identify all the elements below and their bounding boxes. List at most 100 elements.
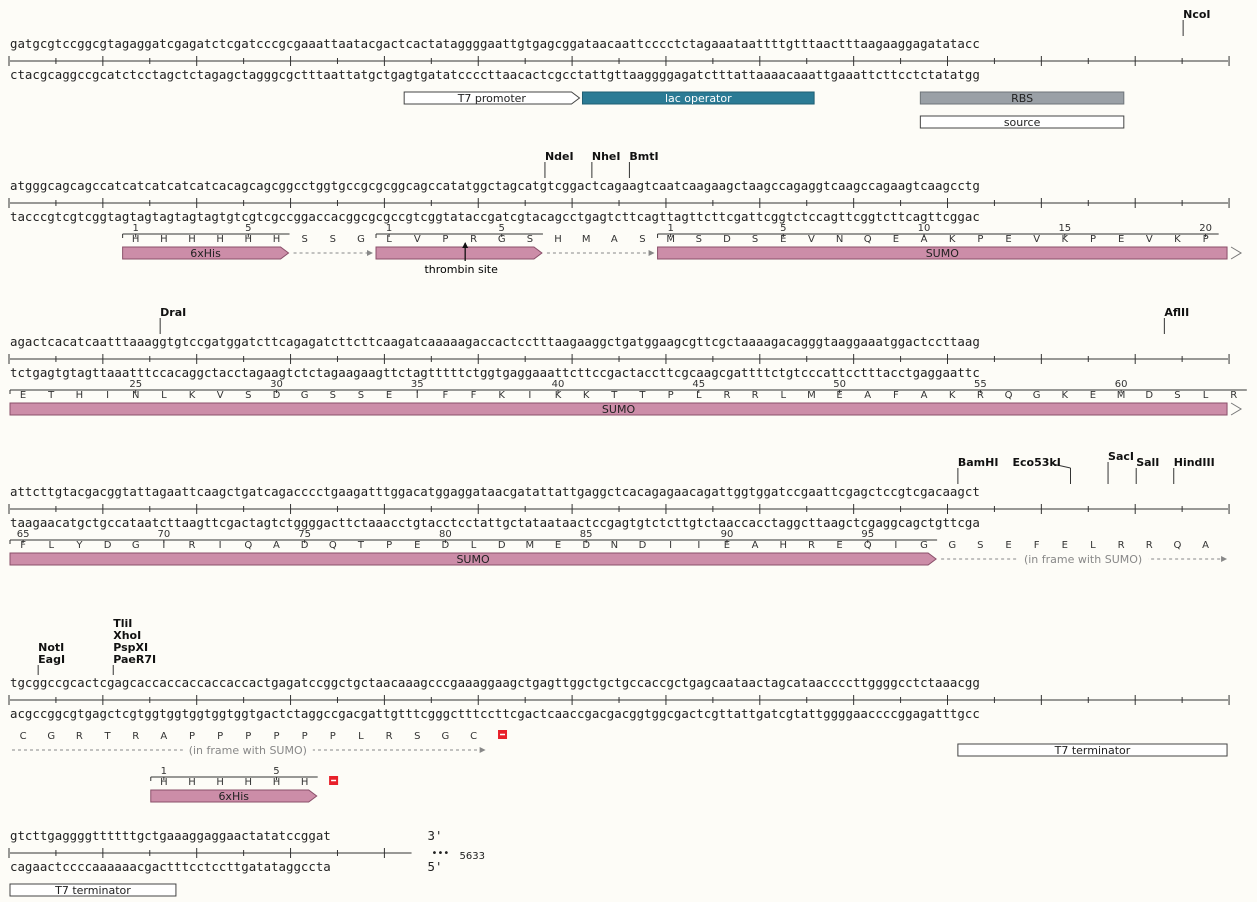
amino-acid: P: [273, 731, 279, 742]
amino-acid: H: [273, 777, 281, 788]
amino-acid: H: [554, 234, 562, 245]
amino-acid: G: [920, 540, 928, 551]
amino-acid: V: [1033, 234, 1040, 245]
amino-acid: K: [949, 390, 956, 401]
amino-acid: Q: [244, 540, 252, 551]
amino-acid: D: [442, 540, 450, 551]
top-strand: gtcttgaggggttttttgctgaaaggaggaactatatccg…: [10, 828, 331, 843]
amino-acid: L: [358, 731, 364, 742]
feature-label: T7 promoter: [457, 92, 527, 105]
restriction-site-xhoi: XhoI: [113, 629, 141, 642]
amino-acid: S: [527, 234, 533, 245]
amino-acid: T: [47, 390, 55, 401]
bottom-strand: ctacgcaggccgcatctcctagctctagagctagggcgct…: [10, 67, 980, 82]
residue-number: 40: [552, 379, 565, 390]
feature-6xhis: [150, 789, 318, 803]
feature-t7-promoter: [403, 91, 581, 105]
restriction-site-eagi: EagI: [38, 653, 65, 666]
feature-segment: [375, 246, 543, 260]
amino-acid: E: [1062, 540, 1068, 551]
amino-acid: H: [188, 777, 196, 788]
amino-acid: P: [217, 731, 223, 742]
top-strand: attcttgtacgacggtattagaattcaagctgatcagacc…: [10, 484, 980, 499]
feature-lac-operator: [581, 91, 815, 105]
top-strand: agactcacatcaatttaaaggtgtccgatggatcttcaga…: [10, 334, 980, 349]
amino-acid: K: [498, 390, 505, 401]
amino-acid: F: [443, 390, 449, 401]
restriction-site-paer7i: PaeR7I: [113, 653, 156, 666]
in-frame-label: (in frame with SUMO): [1024, 553, 1142, 566]
residue-number: 5: [245, 223, 251, 234]
amino-acid: A: [611, 234, 618, 245]
amino-acid: E: [1005, 540, 1011, 551]
feature-t7-terminator: [9, 883, 177, 897]
amino-acid: Q: [864, 234, 872, 245]
amino-acid: V: [414, 234, 421, 245]
amino-acid: M: [807, 390, 816, 401]
amino-acid: P: [977, 234, 983, 245]
amino-acid: H: [216, 234, 224, 245]
residue-number: 95: [861, 529, 874, 540]
amino-acid: D: [582, 540, 590, 551]
amino-acid: S: [639, 234, 645, 245]
amino-acid: S: [977, 540, 983, 551]
amino-acid: R: [723, 390, 730, 401]
bottom-strand: acgccggcgtgagctcgtggtggtggtggtggtgactcta…: [10, 706, 980, 721]
amino-acid: N: [611, 540, 618, 551]
sequence-continues-icon: •••: [432, 848, 450, 859]
amino-acid: Q: [864, 540, 872, 551]
feature-link-arrowhead: [648, 250, 655, 256]
continuation-chevron-icon: [1230, 402, 1243, 416]
amino-acid: H: [160, 234, 168, 245]
amino-acid: P: [245, 731, 251, 742]
restriction-site-aflii: AflII: [1164, 306, 1189, 319]
residue-number: 1: [667, 223, 673, 234]
amino-acid: P: [302, 731, 308, 742]
feature-sumo: [657, 246, 1228, 260]
feature-label: RBS: [1011, 92, 1033, 105]
amino-acid: K: [1174, 234, 1181, 245]
strand-end-3prime: 3': [428, 828, 443, 843]
amino-acid: V: [808, 234, 815, 245]
amino-acid: S: [330, 390, 336, 401]
residue-number: 30: [270, 379, 283, 390]
amino-acid: R: [752, 390, 759, 401]
residue-number: 70: [157, 529, 170, 540]
feature-sumo: [9, 552, 937, 566]
amino-acid: I: [697, 540, 700, 551]
amino-acid: E: [555, 540, 561, 551]
amino-acid: M: [666, 234, 675, 245]
thrombin-arrowhead-icon: [462, 242, 469, 248]
amino-acid: K: [189, 390, 196, 401]
amino-acid: A: [752, 540, 759, 551]
amino-acid: D: [723, 234, 731, 245]
amino-acid: R: [977, 390, 984, 401]
amino-acid: R: [808, 540, 815, 551]
amino-acid: A: [273, 540, 280, 551]
amino-acid: P: [386, 540, 392, 551]
feature-label: SUMO: [926, 247, 960, 260]
top-strand: tgcggccgcactcgagcaccaccaccaccaccactgagat…: [10, 675, 980, 690]
amino-acid: K: [583, 390, 590, 401]
amino-acid: H: [160, 777, 168, 788]
feature-link-arrowhead: [1221, 556, 1228, 562]
amino-acid: G: [1033, 390, 1041, 401]
residue-number: 1: [161, 766, 167, 777]
feature-rbs: [919, 91, 1125, 105]
restriction-site-saci: SacI: [1108, 450, 1134, 463]
amino-acid: S: [301, 234, 307, 245]
amino-acid: T: [610, 390, 618, 401]
residue-number: 5: [499, 223, 505, 234]
residue-number: 10: [918, 223, 931, 234]
feature-label: 6xHis: [190, 247, 221, 260]
amino-acid: Q: [1005, 390, 1013, 401]
residue-number: 5: [780, 223, 786, 234]
amino-acid: K: [1062, 234, 1069, 245]
restriction-site-eco53ki: Eco53kI: [1013, 456, 1061, 469]
residue-number: 60: [1115, 379, 1128, 390]
residue-number: 90: [721, 529, 734, 540]
amino-acid: E: [1118, 234, 1124, 245]
amino-acid: F: [471, 390, 477, 401]
amino-acid: A: [921, 234, 928, 245]
amino-acid: H: [76, 390, 84, 401]
